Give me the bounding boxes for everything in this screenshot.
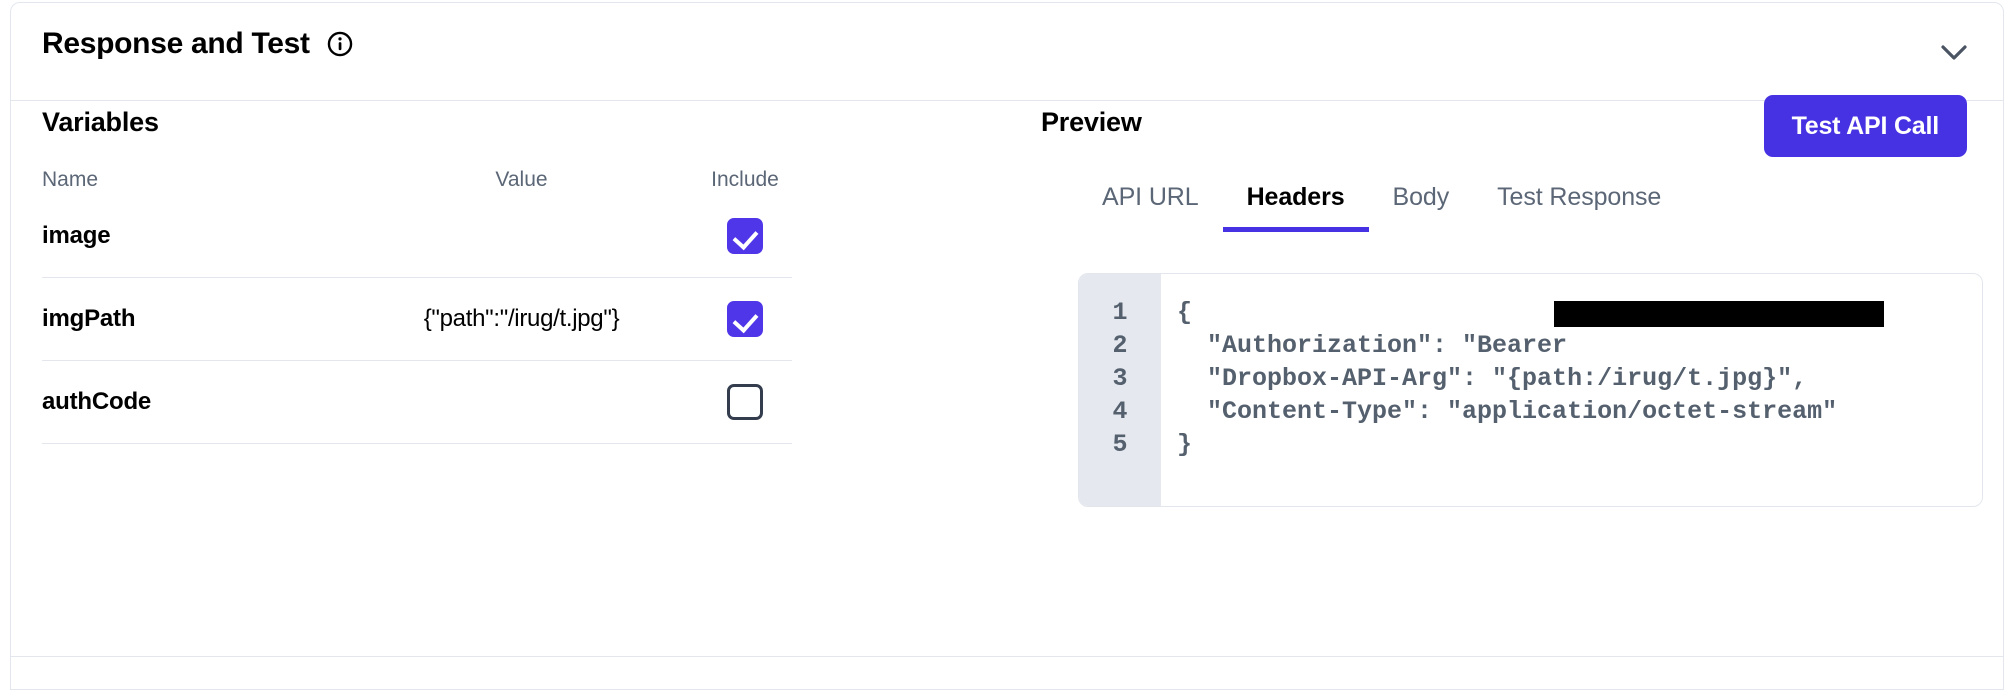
preview-pane: Preview Test API Call API URL Headers Bo… [1041,95,2003,507]
headers-code-block: 1 2 3 4 5 { "Authorization": "Bearer "Dr… [1078,273,1983,507]
include-checkbox-image[interactable] [727,218,763,254]
include-checkbox-authcode[interactable] [727,384,763,420]
include-cell [698,218,792,254]
code-content[interactable]: { "Authorization": "Bearer "Dropbox-API-… [1161,274,1982,506]
code-line-number-gutter: 1 2 3 4 5 [1079,274,1161,506]
include-cell [698,384,792,420]
line-number: 2 [1112,331,1128,360]
code-line: "Content-Type": "application/octet-strea… [1177,397,1838,426]
page-title: Response and Test [42,27,310,60]
tab-api-url[interactable]: API URL [1102,183,1199,211]
variables-table: Name Value Include image [42,165,792,444]
line-number: 1 [1112,298,1128,327]
table-row: imgPath {"path":"/irug/t.jpg"} [42,278,792,361]
include-checkbox-imgpath[interactable] [727,301,763,337]
tab-headers[interactable]: Headers [1222,183,1369,232]
variable-name-authcode: authCode [42,388,152,415]
variables-section-title: Variables [42,107,159,137]
code-line: "Dropbox-API-Arg": "{path:/irug/t.jpg}", [1177,364,1808,393]
chevron-down-icon[interactable] [1933,31,1975,73]
header-title-group: Response and Test [42,29,353,59]
variable-value-imgpath[interactable]: {"path":"/irug/t.jpg"} [423,305,620,332]
line-number: 4 [1112,397,1128,426]
column-header-include: Include [711,168,779,191]
variables-pane: Variables Name Value Include image [42,101,802,444]
response-and-test-card: Response and Test Variables N [10,2,2004,690]
code-line: } [1177,430,1193,459]
line-number: 5 [1112,430,1128,459]
code-line: { [1177,298,1193,327]
preview-tabs: API URL Headers Body Test Response [1078,183,1685,232]
test-api-call-button[interactable]: Test API Call [1763,95,1967,157]
redacted-token-bar [1554,301,1884,327]
line-number: 3 [1112,364,1128,393]
column-header-value: Value [495,168,548,191]
tab-body[interactable]: Body [1392,183,1450,211]
card-header: Response and Test [11,3,2003,101]
variable-name-imgpath: imgPath [42,305,136,332]
preview-section-title: Preview [1041,107,1142,137]
include-cell [698,301,792,337]
variable-name-image: image [42,222,111,249]
tab-test-response[interactable]: Test Response [1497,183,1662,211]
code-line: "Authorization": "Bearer [1177,331,1583,360]
bottom-divider [11,656,2003,657]
info-icon[interactable] [327,31,353,57]
table-header-row: Name Value Include [42,165,792,195]
column-header-name: Name [42,168,99,191]
table-row: authCode [42,361,792,444]
table-row: image [42,195,792,278]
card-body: Variables Name Value Include image [11,95,2003,689]
